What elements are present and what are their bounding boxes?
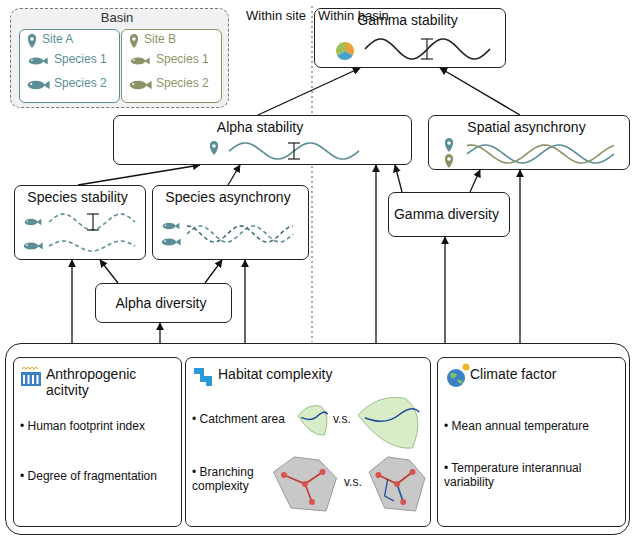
driver-box: Habitat complexity • Catchment area v.s. • … [185, 357, 431, 527]
box-illustration [14, 358, 181, 526]
process-box: Species asynchrony [152, 185, 309, 260]
wave-line [467, 145, 614, 163]
wave-line [467, 145, 614, 163]
box-text: • Degree of fragmentation [20, 470, 176, 484]
process-box: Alpha stability [113, 115, 412, 165]
driver-group: Anthropogenic acitvity • Human footprint … [5, 343, 630, 535]
box-text: Species 1 [156, 53, 216, 67]
box-text: Species 1 [54, 53, 114, 67]
wave-line [187, 226, 293, 242]
site-box: Site A Species 1 Species 2 [19, 29, 120, 103]
pipe-icon [194, 368, 212, 386]
site-pin [445, 138, 453, 152]
section-label: Within site [226, 8, 306, 23]
globe-icon [447, 369, 465, 387]
site-box: Site B Species 1 Species 2 [121, 29, 222, 103]
site-pin [210, 141, 218, 155]
path-arrow [78, 165, 200, 185]
catchment-map [298, 406, 327, 436]
wave-line [49, 241, 135, 251]
path-arrow [71, 260, 72, 343]
section-label: Within basin [318, 8, 408, 23]
path-arrow [375, 165, 376, 343]
amplitude-mark [293, 143, 294, 159]
path-arrow [440, 68, 520, 115]
path-arrow [244, 260, 245, 343]
site-pin [28, 34, 36, 48]
path-arrow [395, 165, 402, 192]
path-arrow [519, 170, 520, 343]
process-box: Gamma diversity [388, 192, 510, 237]
process-box: Species stability [14, 185, 146, 260]
wave-line [49, 214, 135, 230]
path-arrow [205, 260, 222, 283]
amplitude-mark [92, 214, 93, 230]
branching-map [274, 457, 337, 511]
amplitude-mark [426, 39, 427, 59]
box-title: Climate factor [470, 366, 620, 382]
box-title: Species stability [15, 189, 140, 205]
box-text: Species 2 [54, 77, 114, 91]
path-arrow [228, 165, 240, 185]
fish-icon [163, 223, 180, 229]
wave-line [229, 143, 359, 159]
box-title: Site B [144, 33, 214, 47]
fish-icon [130, 81, 152, 89]
divider-line [312, 6, 313, 342]
box-text: v.s. [333, 413, 357, 427]
driver-box: Climate factor • Mean annual temperature •… [437, 357, 626, 527]
wave-line [187, 226, 293, 242]
path-arrow [258, 68, 360, 115]
box-illustration [438, 358, 625, 526]
box-title: Spatial asynchrony [429, 119, 624, 135]
fish-icon [162, 238, 181, 245]
box-text: Species 2 [156, 77, 216, 91]
box-title: Gamma diversity [389, 206, 504, 222]
box-text: • Catchment area [192, 413, 296, 427]
site-pin [130, 34, 138, 48]
fish-icon [131, 57, 150, 64]
box-title: Alpha stability [114, 119, 406, 135]
box-text: • Human footprint index [20, 420, 176, 434]
path-arrow [100, 260, 118, 283]
box-title: Anthropogenic acitvity [46, 366, 176, 398]
fish-icon [28, 81, 50, 89]
factory-icon [21, 372, 41, 386]
fish-icon [29, 57, 48, 64]
box-title: Alpha diversity [96, 295, 226, 311]
box-title: Site A [42, 33, 112, 47]
box-title: Species asynchrony [153, 189, 303, 205]
box-title: Habitat complexity [218, 366, 418, 382]
fish-icon [24, 242, 43, 249]
box-text: • Branching complexity [192, 466, 268, 494]
basin-group: BasinSite A Species 1 Species 2 Site B Speci… [10, 8, 229, 108]
community-icon [336, 42, 345, 55]
process-box: Spatial asynchrony [428, 115, 630, 170]
path-arrow [444, 237, 445, 343]
box-title: Basin [11, 11, 223, 26]
site-pin [445, 154, 453, 168]
path-arrow [470, 170, 480, 192]
wave-line [365, 39, 490, 59]
box-text: v.s. [344, 476, 368, 490]
box-text: • Mean annual temperature [444, 420, 620, 434]
path-arrow [159, 323, 160, 343]
box-illustration [186, 358, 430, 526]
fish-icon [25, 219, 42, 225]
process-box: Alpha diversity [95, 283, 232, 323]
driver-box: Anthropogenic acitvity • Human footprint … [13, 357, 182, 527]
branching-map [369, 457, 425, 511]
box-text: • Temperature interannual variability [444, 462, 620, 490]
catchment-map [358, 397, 418, 448]
